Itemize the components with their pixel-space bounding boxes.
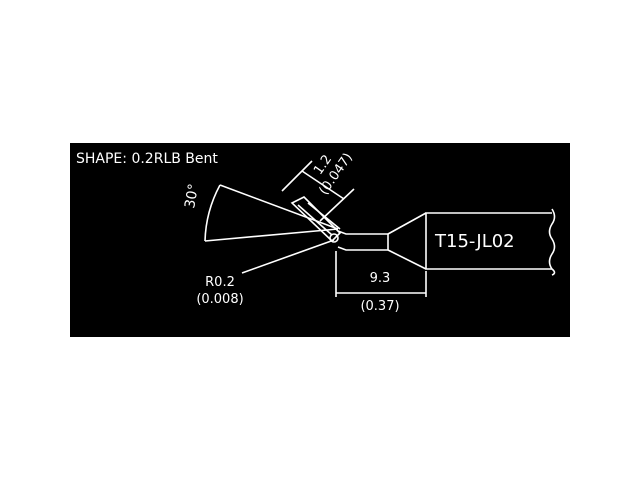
- bent-tip-centerline: [297, 204, 333, 236]
- bent-tip-edge: [307, 202, 341, 230]
- tip-shank: [337, 230, 389, 251]
- break-line: [548, 208, 556, 276]
- drawing-panel: SHAPE: 0.2RLB Bent 30° 1.2 (0.047) T15-J…: [70, 143, 570, 337]
- angle-arc: [204, 184, 221, 242]
- dim-length-line: [301, 170, 345, 200]
- dim-length-ext-2: [319, 188, 355, 222]
- tip-drawing: SHAPE: 0.2RLB Bent 30° 1.2 (0.047) T15-J…: [76, 150, 556, 314]
- angle-line-lower: [204, 228, 339, 242]
- handle-body: [425, 212, 552, 270]
- radius-mm: R0.2: [205, 275, 235, 290]
- shank-taper-bottom: [387, 249, 427, 270]
- tip-radius-circle: [329, 233, 339, 243]
- radius-in: (0.008): [196, 292, 243, 307]
- dim-width-mm: 9.3: [370, 271, 391, 286]
- angle-line-upper: [219, 184, 339, 230]
- shank-taper-top: [387, 212, 427, 235]
- radius-leader: [241, 239, 335, 274]
- model-label: T15-JL02: [434, 231, 515, 252]
- dim-length-ext-1: [281, 160, 313, 192]
- angle-label: 30°: [182, 182, 202, 209]
- bent-tip-body: [290, 196, 342, 243]
- dim-width-in: (0.37): [360, 299, 399, 314]
- shape-label: SHAPE: 0.2RLB Bent: [76, 151, 218, 167]
